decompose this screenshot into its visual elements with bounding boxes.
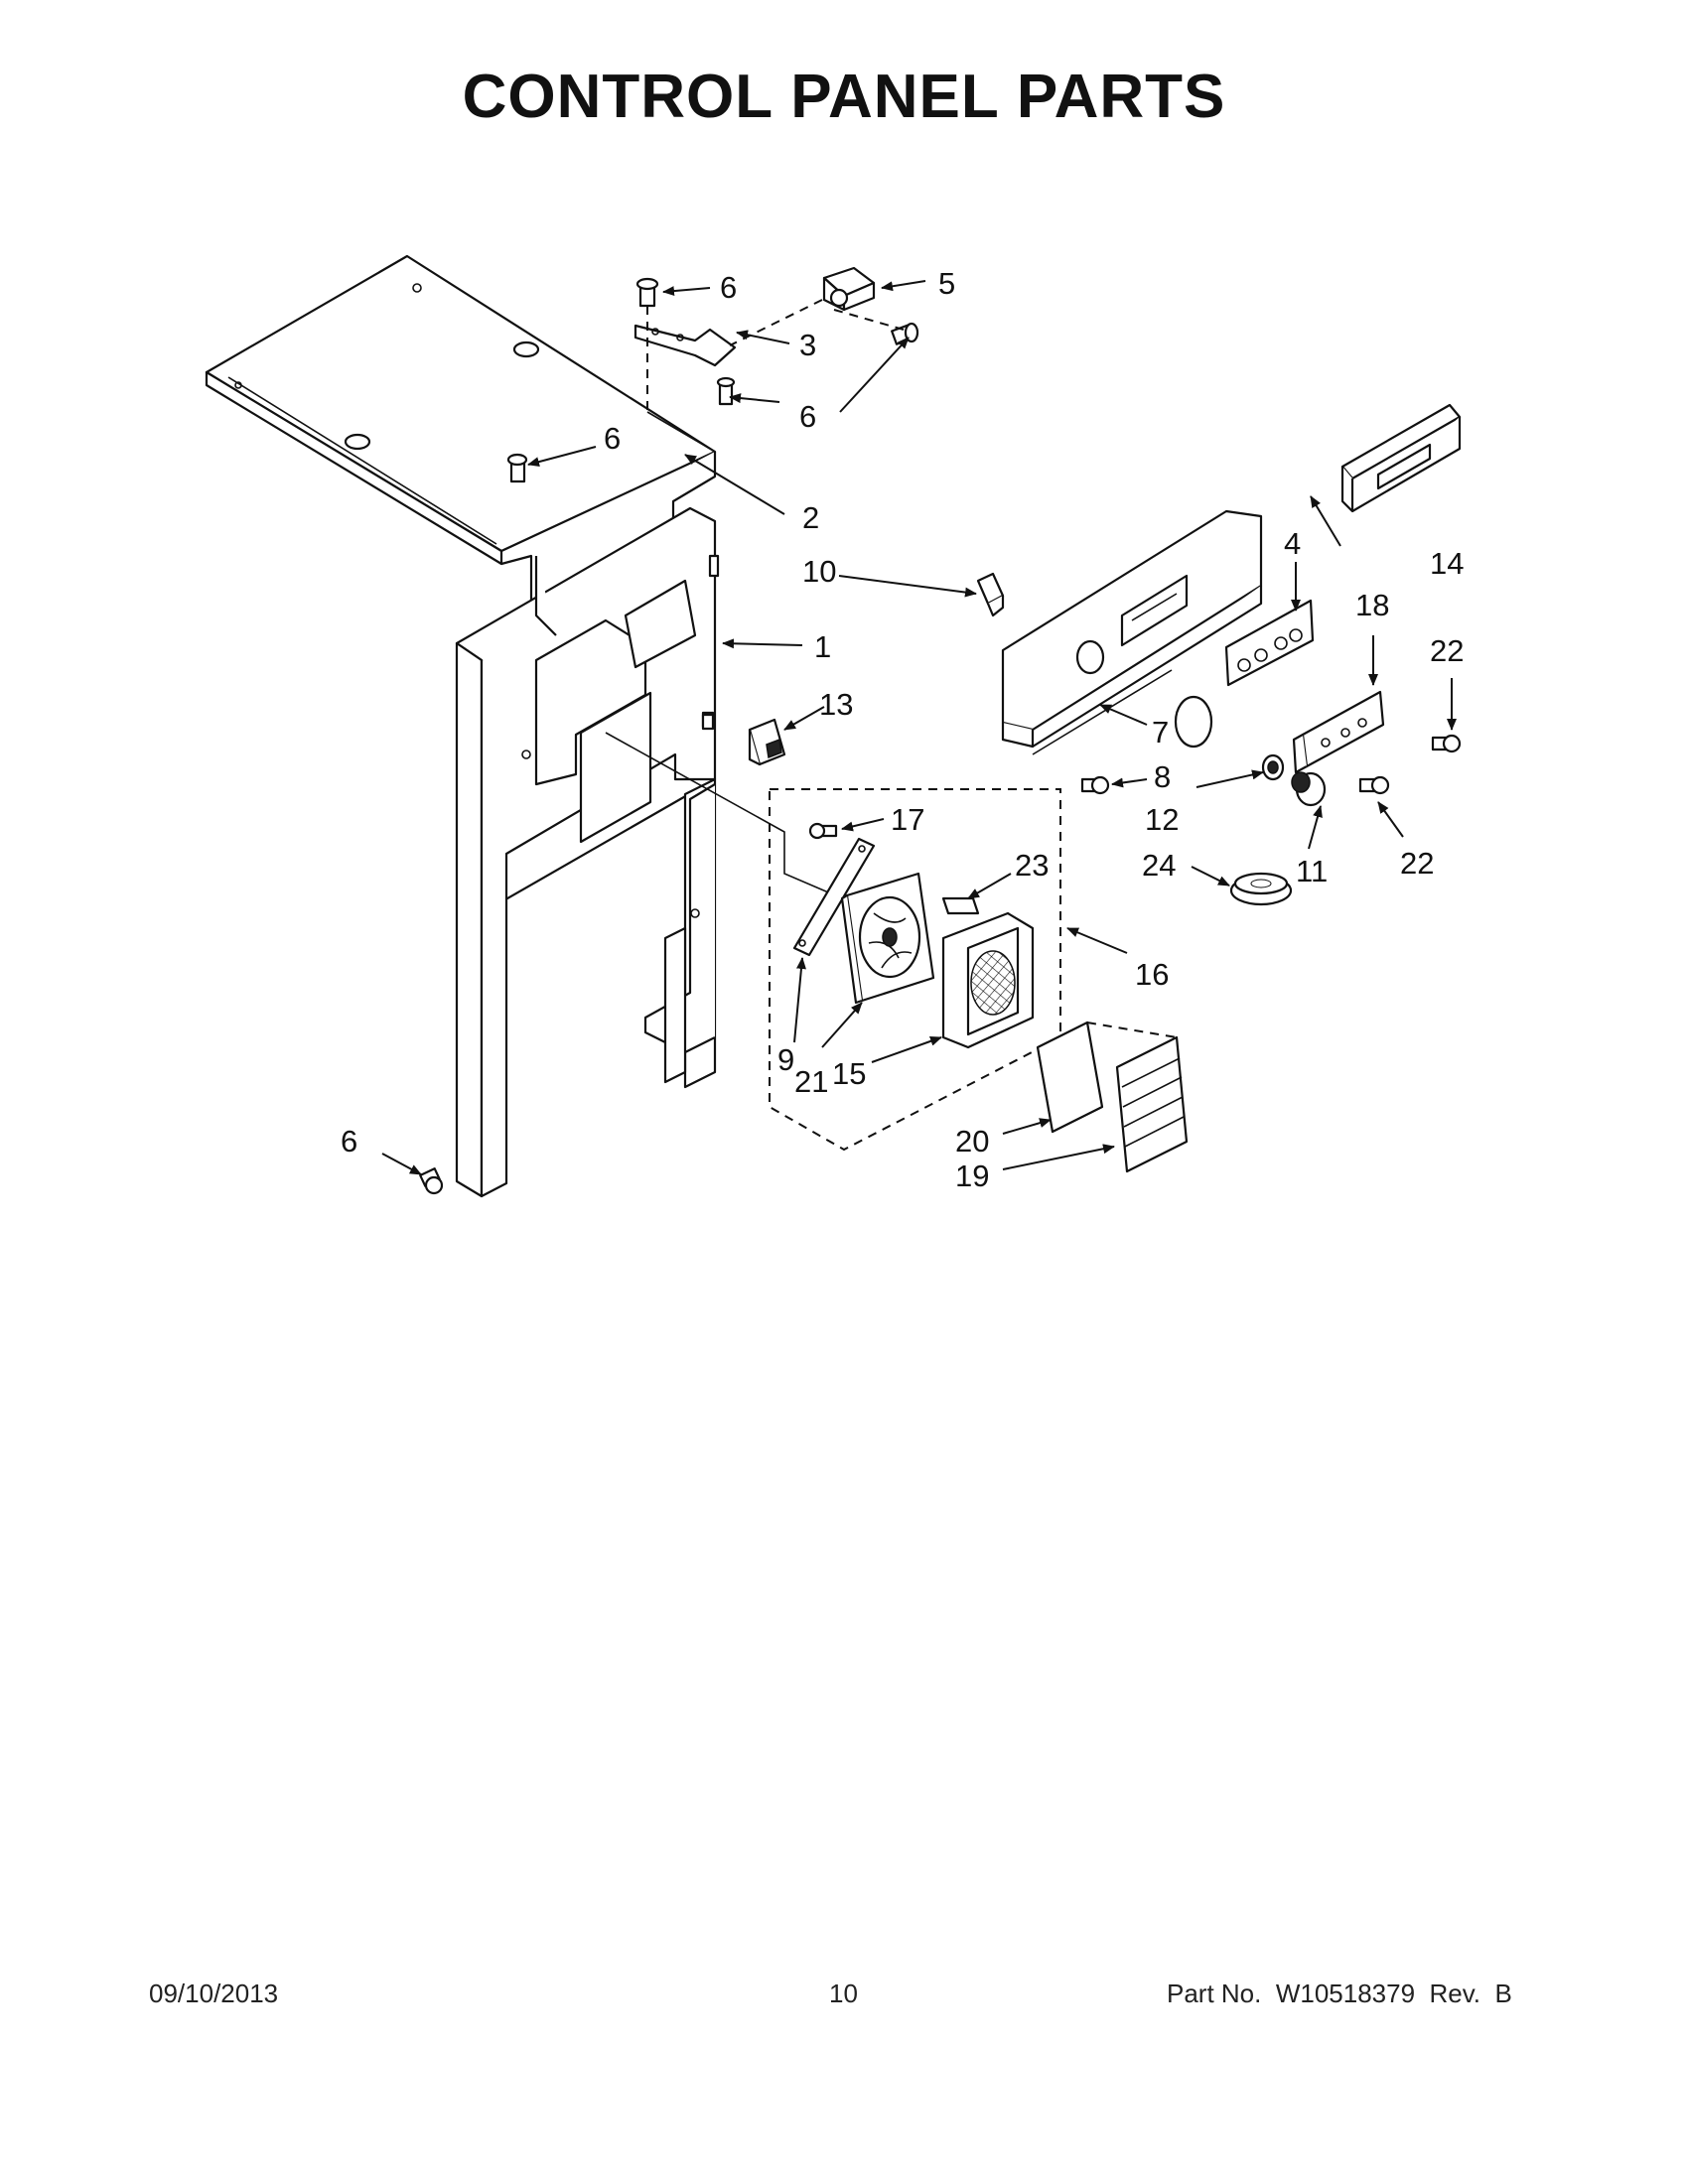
screw-top-4 (506, 453, 528, 483)
callout-11: 11 (1296, 854, 1328, 888)
callout-6-bottom: 6 (341, 1124, 357, 1159)
display-lens (1340, 403, 1462, 513)
grille (1115, 1035, 1189, 1173)
callout-15: 15 (832, 1056, 866, 1091)
cooling-fan (840, 872, 935, 1005)
screw-top-2 (716, 376, 736, 406)
screw-bottom-left (419, 1167, 444, 1195)
screw-top-1 (635, 277, 659, 308)
callout-13: 13 (819, 687, 853, 722)
fan-clip (941, 896, 980, 915)
callout-2: 2 (802, 500, 819, 535)
footer-page-number: 10 (829, 1979, 858, 2008)
callout-18: 18 (1355, 588, 1389, 622)
rocker-switch (748, 718, 786, 766)
callout-4: 4 (1284, 526, 1301, 561)
callout-10: 10 (802, 554, 836, 589)
callout-23: 23 (1015, 848, 1049, 883)
clip (822, 266, 876, 312)
top-cover-plate (205, 254, 717, 617)
callout-22-top: 22 (1430, 633, 1464, 668)
knob-washer (1261, 753, 1285, 781)
callout-8: 8 (1154, 759, 1171, 794)
page-title: CONTROL PANEL PARTS (462, 63, 1226, 131)
callout-16: 16 (1135, 957, 1169, 992)
callout-12: 12 (1145, 802, 1179, 837)
callout-14: 14 (1430, 546, 1464, 581)
footer-part-number: Part No. W10518379 Rev. B (1167, 1979, 1512, 2008)
callout-24: 24 (1142, 848, 1176, 883)
fan-shroud (941, 911, 1035, 1049)
callout-22-lower: 22 (1400, 846, 1434, 881)
fan-bracket (792, 837, 876, 957)
screw-22-lower (1358, 775, 1390, 795)
footer-date: 09/10/2013 (149, 1979, 279, 2008)
callout-19: 19 (955, 1159, 989, 1193)
screw-22-right (1431, 734, 1462, 753)
trim-ring (1229, 872, 1293, 906)
dial-ring (1174, 695, 1213, 749)
callout-17: 17 (891, 802, 924, 837)
filter (1036, 1021, 1104, 1134)
callout-7: 7 (1152, 715, 1169, 750)
control-panel-console (1001, 509, 1263, 755)
callout-6-top: 6 (720, 270, 737, 305)
control-frame (455, 506, 720, 1198)
callout-5: 5 (938, 266, 955, 301)
callout-6-bracket: 6 (799, 399, 816, 434)
callout-1: 1 (814, 629, 831, 664)
screw-17 (808, 822, 838, 840)
control-knob (1291, 771, 1327, 807)
callout-21: 21 (794, 1064, 828, 1099)
overlay-plate (1224, 599, 1315, 687)
callout-3: 3 (799, 328, 816, 362)
connector-switch (976, 572, 1005, 617)
bracket (633, 324, 737, 367)
callout-6-left: 6 (604, 421, 621, 456)
callout-labels: 1 2 3 4 5 6 6 6 6 7 8 9 10 11 12 13 14 1… (341, 266, 1464, 1193)
callout-20: 20 (955, 1124, 989, 1159)
callout-9: 9 (777, 1042, 794, 1077)
switch-bracket (1292, 690, 1385, 774)
screw-8 (1080, 775, 1110, 795)
fan-assembly-box (769, 788, 1061, 1152)
leader-lines (381, 280, 1457, 1175)
